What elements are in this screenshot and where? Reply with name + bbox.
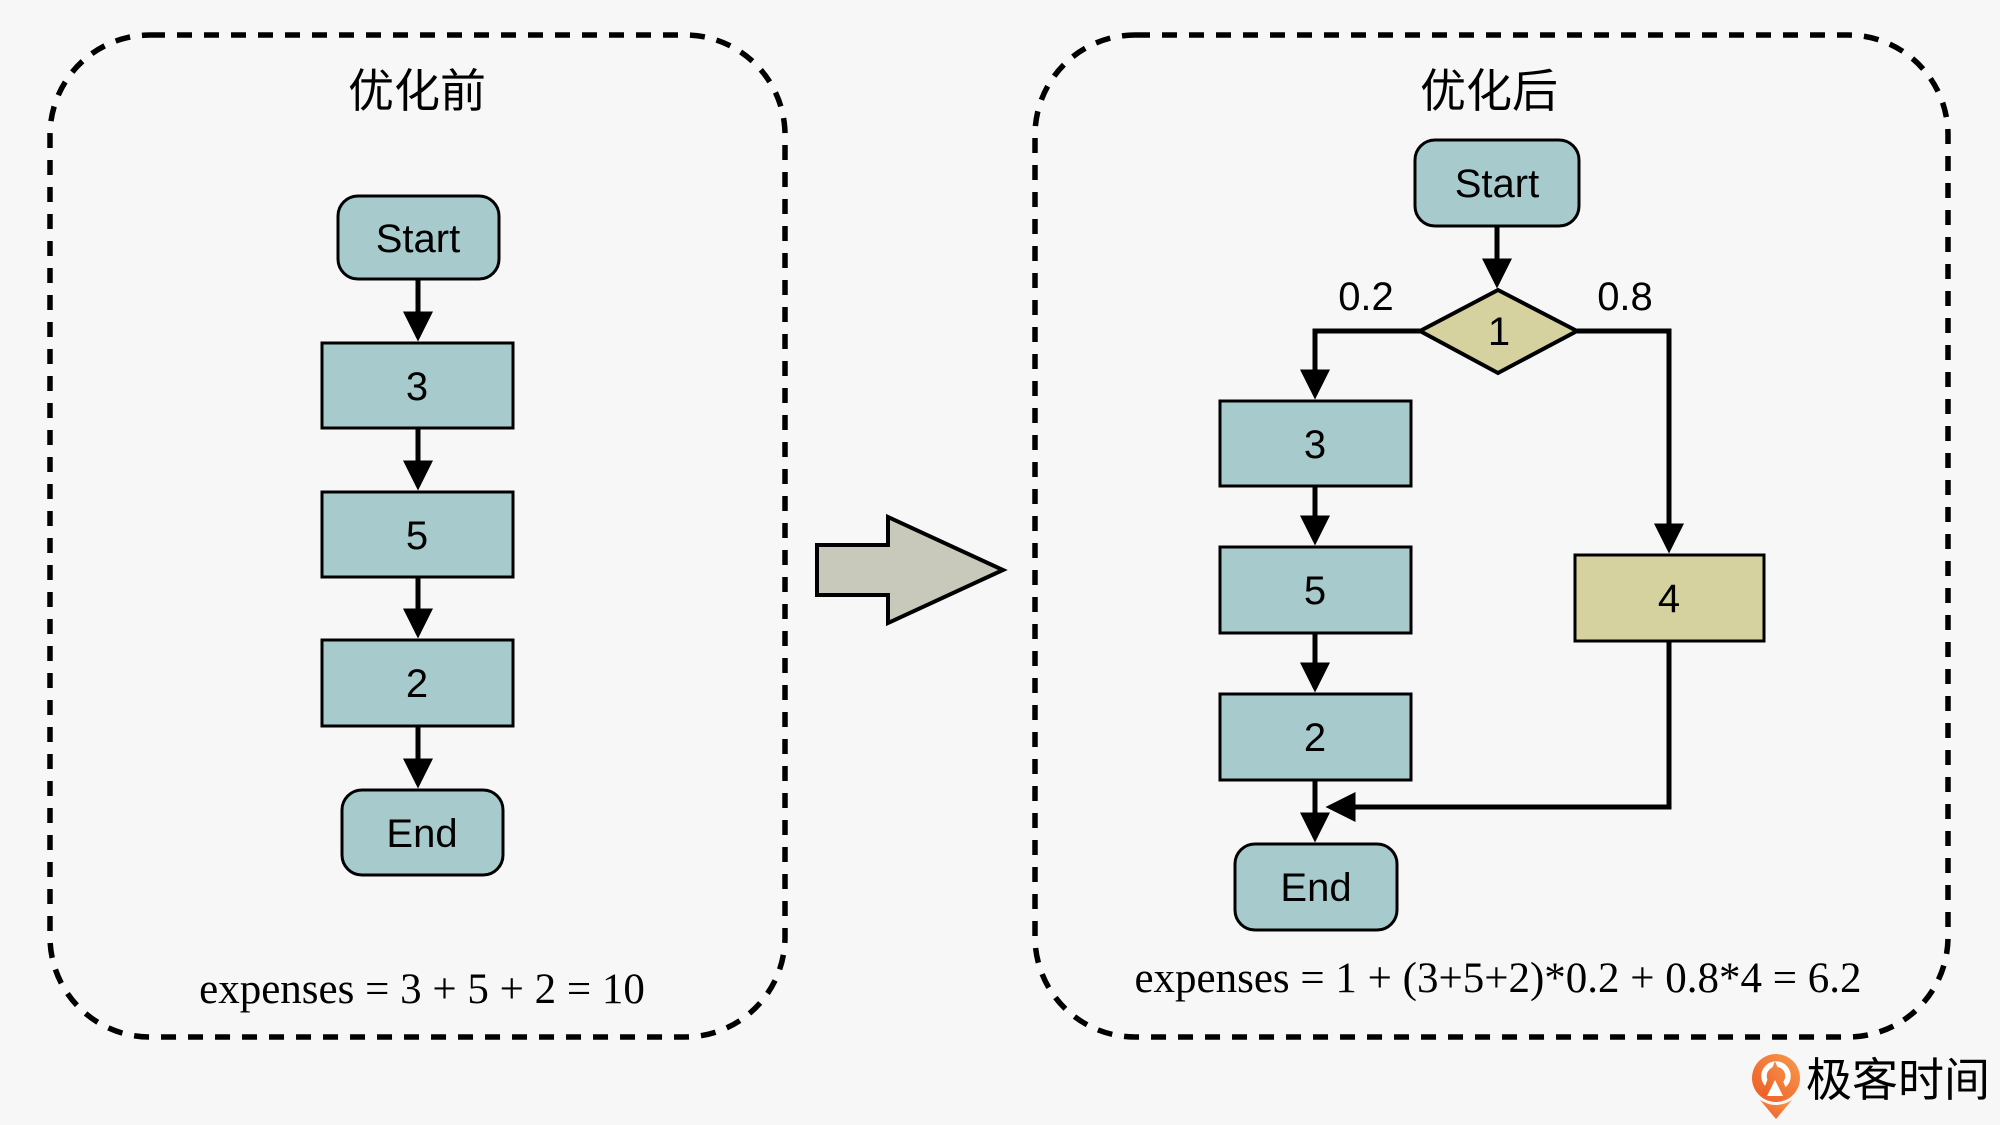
after-panel-border [1032, 32, 1951, 1040]
geektime-logo-text: 极客时间 [1806, 1054, 1990, 1106]
after-panel-title: 优化后 [1420, 65, 1558, 117]
after-panel: 优化后 Start 1 0.2 0.8 3 5 2 4 [1032, 32, 1951, 1040]
after-step-5-label: 5 [1304, 569, 1326, 613]
logo-pin-tail [1760, 1100, 1792, 1119]
before-step-3-node [320, 341, 515, 430]
after-start-label: Start [1455, 162, 1539, 206]
after-step-2-label: 2 [1304, 716, 1326, 760]
before-end-label: End [386, 812, 457, 856]
before-step-5-label: 5 [406, 514, 428, 558]
brand-logo: 极客时间 [1752, 1054, 1990, 1119]
after-end-node [1233, 842, 1399, 932]
after-step-2-node [1218, 692, 1413, 782]
logo-needle-notch [1767, 1080, 1783, 1096]
after-decision-label: 1 [1488, 310, 1510, 354]
after-branch-prob-right: 0.8 [1597, 275, 1653, 319]
before-expenses-formula: expenses = 3 + 5 + 2 = 10 [199, 966, 645, 1013]
after-step-3-node [1218, 399, 1413, 488]
after-merge-connector [1325, 641, 1672, 822]
after-end-label: End [1280, 866, 1351, 910]
transform-arrow-icon [815, 513, 1008, 627]
before-end-node [340, 788, 505, 877]
after-step-5-node [1218, 545, 1413, 635]
logo-needle [1761, 1061, 1789, 1096]
before-step-2-node [320, 638, 515, 728]
geektime-logo-icon [1752, 1054, 1800, 1119]
after-branch-right-connector [1577, 328, 1684, 554]
after-step-3-label: 3 [1304, 423, 1326, 467]
before-step-3-label: 3 [406, 365, 428, 409]
before-panel-border [47, 32, 788, 1040]
after-decision-node [1415, 287, 1582, 376]
before-start-label: Start [376, 217, 460, 261]
after-branch-prob-left: 0.2 [1338, 275, 1394, 319]
before-step-2-label: 2 [406, 662, 428, 706]
before-panel: 优化前 Start 3 5 2 End expenses = 3 + 5 + 2… [47, 32, 788, 1040]
after-step-4-node [1573, 553, 1766, 643]
before-panel-title: 优化前 [348, 65, 486, 117]
after-step-4-label: 4 [1658, 577, 1680, 621]
after-branch-left-connector [1300, 328, 1420, 400]
after-expenses-formula: expenses = 1 + (3+5+2)*0.2 + 0.8*4 = 6.2 [1134, 955, 1861, 1002]
